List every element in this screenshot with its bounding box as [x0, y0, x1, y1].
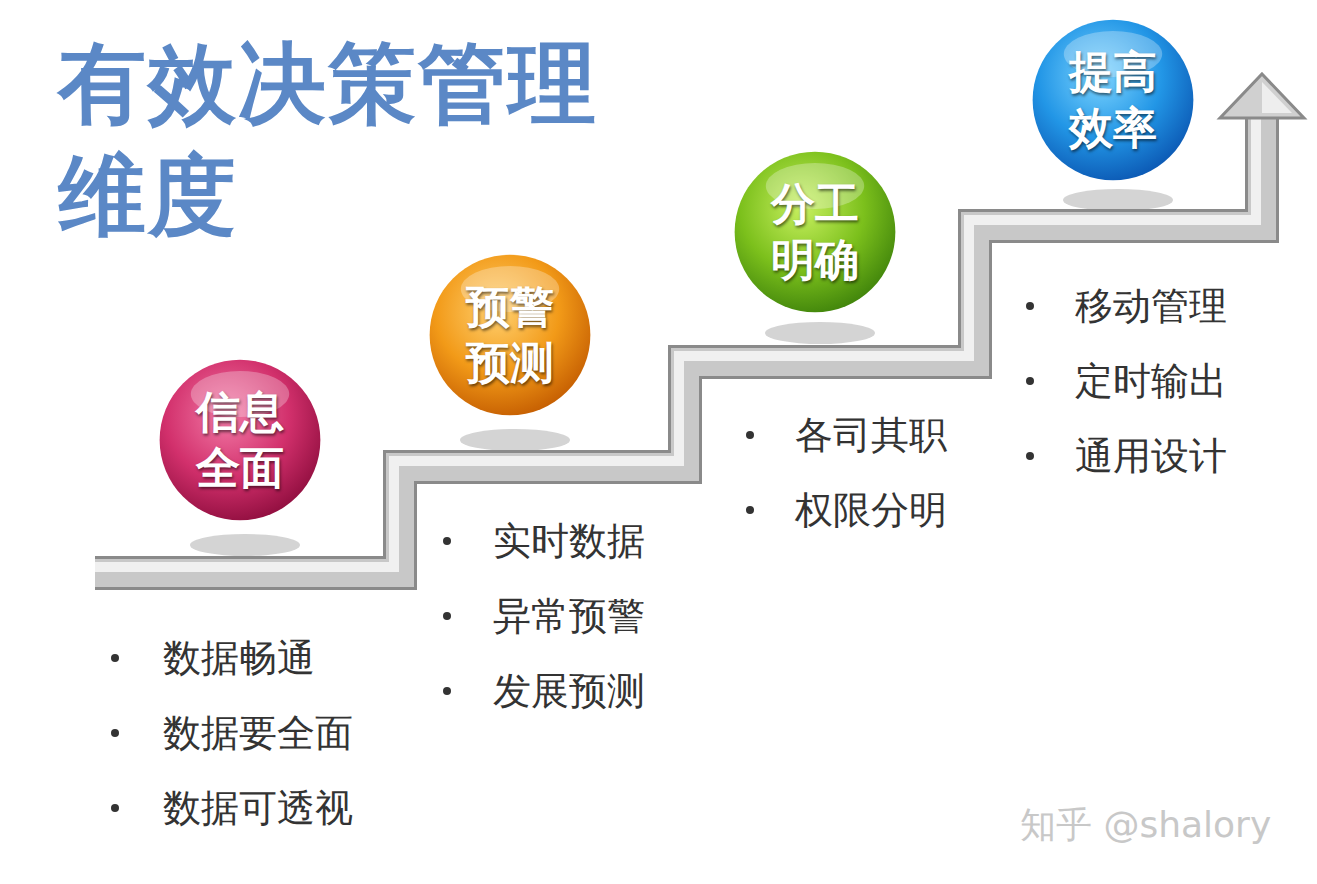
circle-label: 预警 预测 [460, 279, 560, 391]
watermark: 知乎 @shalory [1020, 802, 1271, 848]
circle-label: 提高 效率 [1063, 44, 1163, 156]
step-circle: 信息 全面 [158, 358, 322, 522]
bullet-text: 数据要全面 [163, 710, 353, 756]
step-circle: 分工 明确 [733, 150, 897, 314]
circle-label: 分工 明确 [765, 176, 865, 288]
circle-label: 信息 全面 [190, 384, 290, 496]
bullet-text: 通用设计 [1075, 433, 1227, 479]
bullet-text: 各司其职 [795, 412, 947, 458]
circle-shape [428, 253, 592, 417]
stair-outline [95, 112, 1262, 573]
arrow-head-highlight [1262, 82, 1292, 113]
bullet-text: 数据可透视 [163, 785, 353, 831]
stair-highlight [95, 112, 1256, 567]
bullet-text: 权限分明 [795, 487, 947, 533]
step-circle: 提高 效率 [1031, 18, 1195, 182]
stair-body [95, 112, 1262, 573]
diagram-title: 有效决策管理 维度 [58, 28, 658, 252]
bullet-text: 实时数据 [493, 518, 645, 564]
step-circle: 预警 预测 [428, 253, 592, 417]
arrow-head [1220, 74, 1304, 118]
bullet-text: 数据畅通 [163, 635, 315, 681]
bullet-text: 定时输出 [1075, 358, 1227, 404]
circle-shape [733, 150, 897, 314]
circle-shape [1031, 18, 1195, 182]
bullet-text: 移动管理 [1075, 283, 1227, 329]
bullet-text: 发展预测 [493, 668, 645, 714]
bullet-text: 异常预警 [493, 593, 645, 639]
circle-shape [158, 358, 322, 522]
